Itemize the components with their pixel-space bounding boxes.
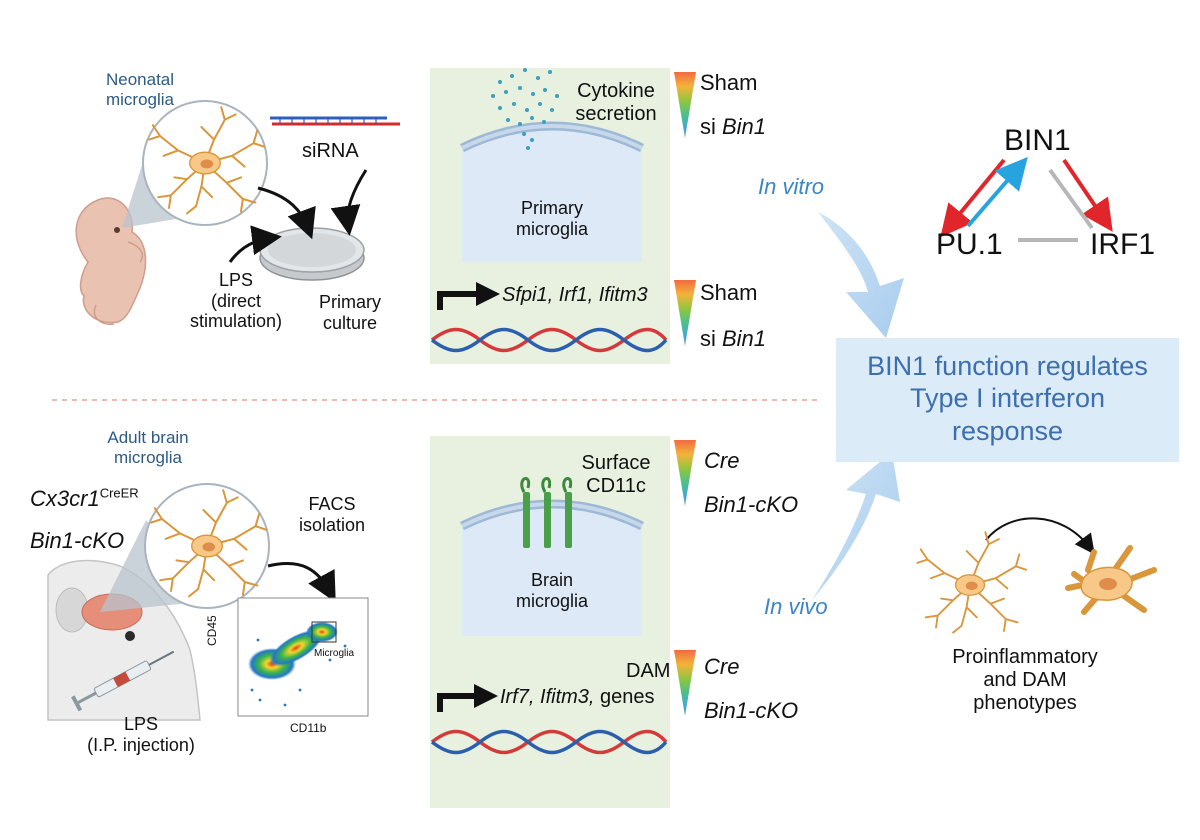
sirna-icon [270, 116, 400, 126]
facs-gate-label: Microglia [314, 648, 355, 659]
legend-top-2-a: Sham [700, 280, 758, 305]
genotype-cre-label: Cx3cr1CreER [30, 485, 139, 511]
in-vitro-arrow [818, 212, 904, 338]
promoter-arrowhead-bottom [474, 684, 498, 708]
neonatal-mouse-icon [75, 197, 147, 326]
flow-cytometry-plot-icon [237, 597, 369, 717]
promoter-arrow-icon [437, 291, 480, 310]
edge-bin1-irf1 [1062, 158, 1113, 232]
in-vitro-label: In vitro [758, 174, 825, 199]
edge-bin1-pu1 [940, 158, 1006, 238]
dam-label: DAM [626, 660, 671, 682]
node-pu1: PU.1 [936, 228, 1003, 261]
facs-axis-y-label: CD45 [205, 615, 219, 646]
lps-ip-label: LPS(I.P. injection) [87, 714, 195, 755]
summary-line-2: Type I interferon [909, 383, 1106, 414]
promoter-arrow-icon [437, 693, 478, 712]
edge-pu1-bin1 [966, 156, 1028, 228]
phenotype-transition-arrow [985, 517, 1095, 555]
amoeboid-microglia-icon [1065, 545, 1157, 615]
bottom-genes-label: Irf7, Ifitm3, genes [500, 686, 655, 708]
syringe-icon [71, 650, 175, 712]
dna-helix-icon [430, 729, 668, 755]
top-cell-membrane [460, 121, 644, 262]
legend-top-1-a: Sham [700, 70, 758, 95]
top-genes-label: Sfpi1, Irf1, Ifitm3 [502, 284, 648, 306]
legend-bottom-2-a: Cre [704, 654, 740, 679]
node-bin1: BIN1 [1004, 124, 1071, 157]
legend-top-2-b: si Bin1 [700, 326, 767, 351]
ramified-microglia-icon [916, 531, 1028, 634]
bottom-cell-membrane [460, 499, 644, 636]
sirna-label: siRNA [302, 140, 359, 162]
legend-bottom-1-b: Bin1-cKO [704, 492, 799, 517]
cd11c-receptor-icon [520, 477, 573, 548]
cytokine-dots [491, 68, 559, 150]
in-vivo-label: In vivo [764, 594, 828, 619]
petri-dish-icon [259, 227, 365, 281]
arrow-lps-to-dish [228, 225, 282, 263]
summary-line-1: BIN1 function regulates [867, 351, 1148, 381]
promoter-arrowhead [476, 282, 500, 306]
facs-axis-x-label: CD11b [290, 721, 327, 735]
legend-top-1-b: si Bin1 [700, 114, 767, 139]
dna-helix-icon [430, 327, 668, 353]
in-vivo-arrow [812, 452, 900, 600]
arrow-cell-to-facs [267, 562, 336, 603]
arrow-cell-to-dish [257, 186, 316, 240]
summary-box: BIN1 function regulates Type I interfero… [836, 338, 1179, 462]
node-irf1: IRF1 [1090, 228, 1156, 261]
summary-line-3: response [951, 415, 1064, 446]
genotype-cko-label: Bin1-cKO [30, 528, 125, 553]
arrow-sirna-to-dish [330, 169, 368, 236]
legend-bottom-1-a: Cre [704, 448, 740, 473]
legend-bottom-2-b: Bin1-cKO [704, 698, 799, 723]
edge-irf1-bin1-gray [1048, 168, 1094, 230]
